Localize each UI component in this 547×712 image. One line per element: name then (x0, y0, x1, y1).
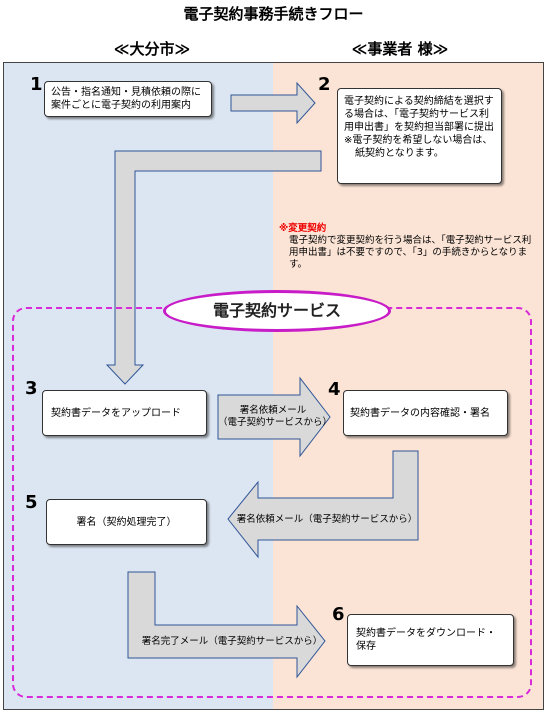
change-contract-text: 電子契約で変更契約を行う場合は、「電子契約サービス利用申出書」は不要ですので、「… (289, 235, 532, 270)
column-header-business: ≪事業者 様≫ (351, 40, 449, 58)
arrow-3-to-4-label: 署名依頼メール （電子契約サービスから） (218, 405, 333, 429)
step-2-number: 2 (318, 74, 331, 95)
arrow-4-to-5-label: 署名依頼メール（電子契約サービスから） (236, 514, 418, 525)
step-6-text: 契約書データをダウンロード・保存 (356, 628, 496, 652)
step-4-text: 契約書データの内容確認・署名 (350, 407, 490, 419)
diagram-frame (3, 62, 544, 710)
step-6-box: 契約書データをダウンロード・保存 (347, 614, 514, 666)
arrow-3-to-4-label-line2: （電子契約サービスから） (218, 417, 333, 428)
change-contract-heading: ※変更契約 (279, 223, 327, 234)
step-3-box: 契約書データをアップロード (42, 390, 207, 436)
page-title: 電子契約事務手続きフロー (183, 5, 364, 23)
step-6-number: 6 (332, 604, 345, 625)
arrow-4-to-5 (227, 450, 419, 559)
step-1-box: 公告・指名通知・見積依頼の際に案件ごとに電子契約の利用案内 (44, 81, 212, 117)
step-1-text: 公告・指名通知・見積依頼の際に案件ごとに電子契約の利用案内 (51, 87, 201, 111)
step-5-box: 署名（契約処理完了） (46, 499, 207, 545)
step-2-box: 電子契約による契約締結を選択する場合は、「電子契約サービス利用申出書」を契約担当… (337, 88, 502, 184)
arrow-3-to-4-label-line1: 署名依頼メール (239, 405, 307, 416)
arrow-3-to-4 (217, 376, 331, 458)
step-5-text: 署名（契約処理完了） (76, 516, 177, 528)
step-2-note-cont: 紙契約となります。 (355, 148, 444, 159)
step-3-text: 契約書データをアップロード (51, 407, 181, 419)
step-4-number: 4 (328, 379, 341, 400)
step-5-number: 5 (25, 492, 38, 513)
step-2-note: ※電子契約を希望しない場合は、 (344, 135, 493, 146)
arrow-5-to-6 (127, 571, 326, 679)
step-1-number: 1 (30, 74, 43, 95)
arrow-1-to-2 (230, 81, 316, 125)
service-label: 電子契約サービス (163, 290, 391, 332)
change-contract-note: ※変更契約 電子契約で変更契約を行う場合は、「電子契約サービス利用申出書」は不要… (279, 223, 537, 271)
column-header-city: ≪大分市≫ (113, 40, 191, 58)
arrow-5-to-6-label: 署名完了メール（電子契約サービスから） (141, 636, 323, 647)
step-2-text: 電子契約による契約締結を選択する場合は、「電子契約サービス利用申出書」を契約担当… (344, 96, 494, 133)
step-3-number: 3 (25, 378, 38, 399)
step-4-box: 契約書データの内容確認・署名 (343, 390, 508, 436)
arrow-2-to-3 (105, 150, 322, 385)
